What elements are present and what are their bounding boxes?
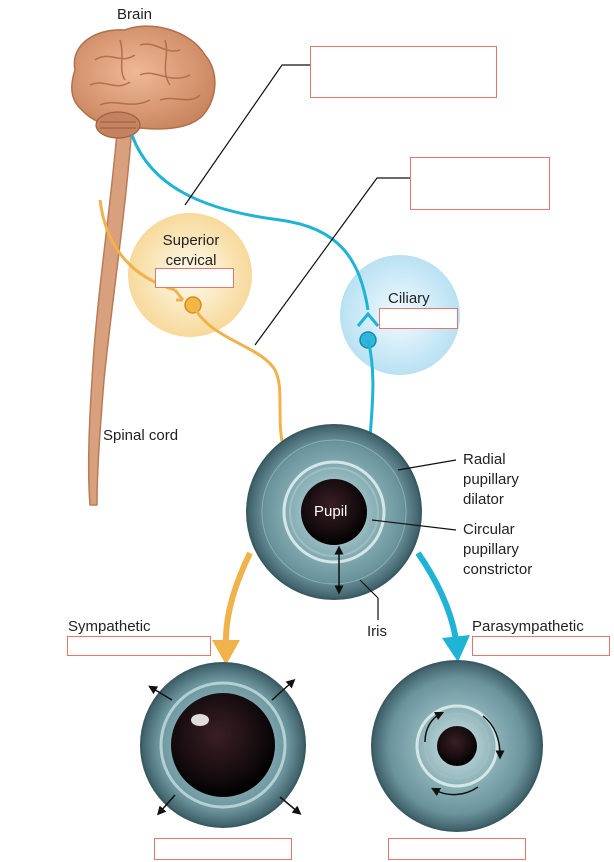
answer-blank-brain-parasympathetic[interactable] [310, 46, 497, 98]
iris-eye-constricted [371, 660, 543, 832]
label-circular-pupillary-constrictor: Circular pupillary constrictor [463, 520, 532, 580]
radial-pointer-line [397, 459, 457, 471]
dilate-arrow-3 [157, 794, 176, 816]
constrict-arrow-1 [424, 711, 445, 743]
label-radial-line2: pupillary [463, 471, 519, 488]
answer-blank-dilated[interactable] [154, 838, 292, 860]
pupil-constricted [437, 726, 477, 766]
sympathetic-arrow [222, 551, 253, 646]
label-spinal-cord: Spinal cord [103, 427, 179, 444]
label-ciliary: Ciliary [388, 290, 430, 307]
dilate-arrow-4 [279, 796, 302, 815]
answer-blank-parasympathetic[interactable] [472, 636, 610, 656]
spinal-cord-shape [87, 118, 133, 506]
label-circular-line2: pupillary [463, 541, 519, 558]
label-pupil: Pupil [314, 503, 348, 520]
parasympathetic-preganglionic-nerve [130, 134, 370, 311]
label-circular-line1: Circular [463, 521, 515, 538]
iris-eye-dilated [140, 662, 306, 828]
answer-blank-postganglionic[interactable] [410, 157, 550, 210]
label-superior-line1: Superior [162, 232, 220, 249]
sympathetic-postganglionic-nerve [191, 304, 287, 456]
constrict-arrow-2 [482, 715, 505, 760]
leader-line-2 [254, 177, 410, 346]
parasympathetic-arrow [415, 551, 459, 641]
label-superior-cervical: Superior cervical [146, 231, 236, 271]
label-brain: Brain [117, 6, 153, 23]
answer-blank-sympathetic[interactable] [67, 636, 211, 656]
answer-blank-constricted[interactable] [388, 838, 526, 860]
label-radial-line1: Radial [463, 451, 506, 468]
iris-eye-top [246, 424, 422, 600]
dilate-arrow-2 [271, 678, 296, 701]
leader-line-1 [184, 64, 310, 206]
pupil-dilated [171, 693, 275, 797]
label-superior-line2: cervical [165, 252, 217, 269]
constrict-arrow-3 [431, 786, 479, 797]
label-parasympathetic: Parasympathetic [472, 618, 584, 635]
label-radial-line3: dilator [463, 491, 504, 508]
label-sympathetic: Sympathetic [68, 618, 151, 635]
brain-illustration [71, 25, 216, 139]
iris-pointer-line [359, 579, 379, 620]
dilate-arrow-1 [148, 685, 173, 701]
label-radial-pupillary-dilator: Radial pupillary dilator [463, 450, 519, 510]
pupil-top [301, 479, 367, 545]
label-iris: Iris [367, 623, 387, 640]
label-circular-line3: constrictor [463, 561, 533, 578]
circular-pointer-line [371, 519, 457, 531]
answer-blank-ciliary[interactable] [379, 308, 458, 329]
answer-blank-superior-cervical[interactable] [155, 268, 234, 288]
